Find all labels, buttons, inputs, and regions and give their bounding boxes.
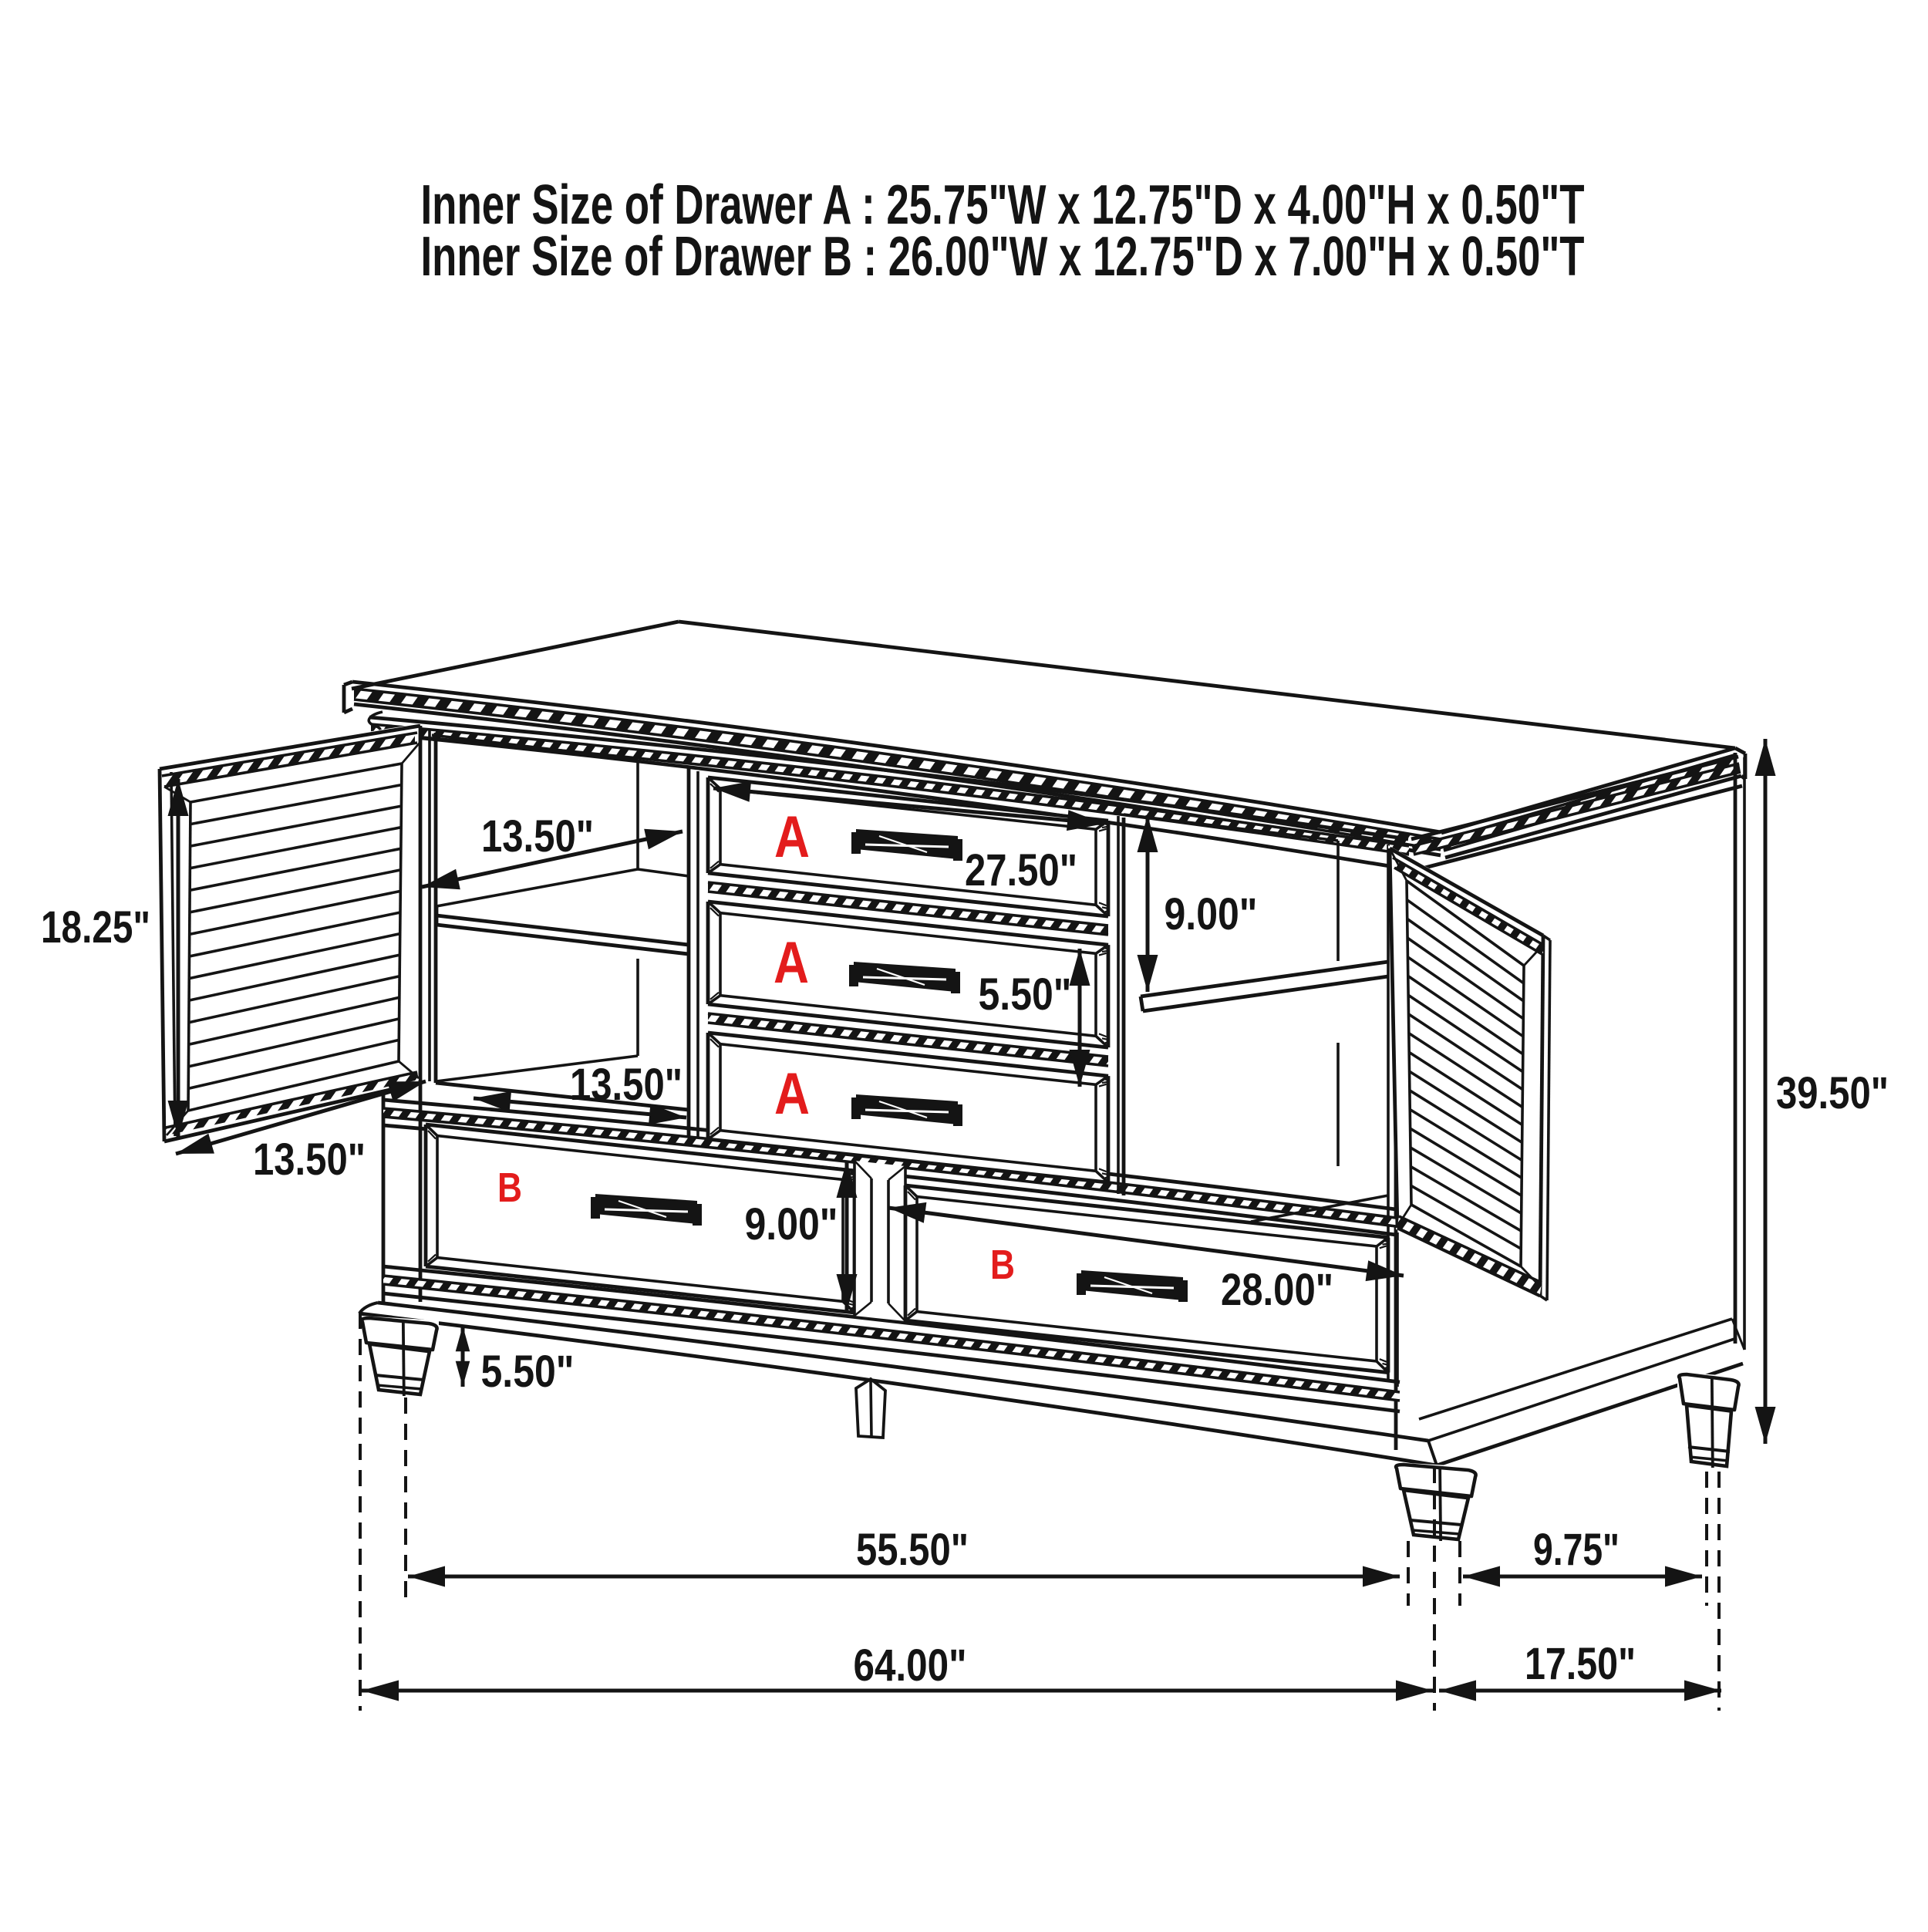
svg-text:9.75": 9.75" (1533, 1525, 1620, 1575)
svg-text:27.50": 27.50" (965, 845, 1077, 895)
svg-text:39.50": 39.50" (1776, 1068, 1889, 1118)
svg-text:28.00": 28.00" (1221, 1265, 1333, 1315)
svg-text:B: B (990, 1242, 1015, 1288)
svg-text:9.00": 9.00" (1165, 889, 1258, 939)
svg-text:A: A (774, 930, 809, 996)
svg-text:Inner Size of Drawer A : 25.75: Inner Size of Drawer A : 25.75"W x 12.75… (421, 174, 1585, 236)
svg-text:9.00": 9.00" (745, 1199, 838, 1249)
svg-text:17.50": 17.50" (1525, 1639, 1636, 1689)
svg-text:A: A (774, 1061, 810, 1127)
svg-text:13.50": 13.50" (481, 811, 594, 861)
svg-text:13.50": 13.50" (253, 1135, 366, 1185)
svg-text:64.00": 64.00" (854, 1640, 967, 1691)
svg-text:A: A (774, 804, 810, 870)
svg-text:13.50": 13.50" (570, 1060, 683, 1110)
svg-text:55.50": 55.50" (856, 1525, 969, 1575)
svg-text:18.25": 18.25" (41, 902, 150, 953)
svg-text:5.50": 5.50" (481, 1347, 575, 1397)
svg-text:B: B (497, 1165, 522, 1211)
svg-text:5.50": 5.50" (979, 969, 1072, 1020)
svg-text:Inner Size of Drawer B : 26.00: Inner Size of Drawer B : 26.00"W x 12.75… (421, 226, 1585, 288)
